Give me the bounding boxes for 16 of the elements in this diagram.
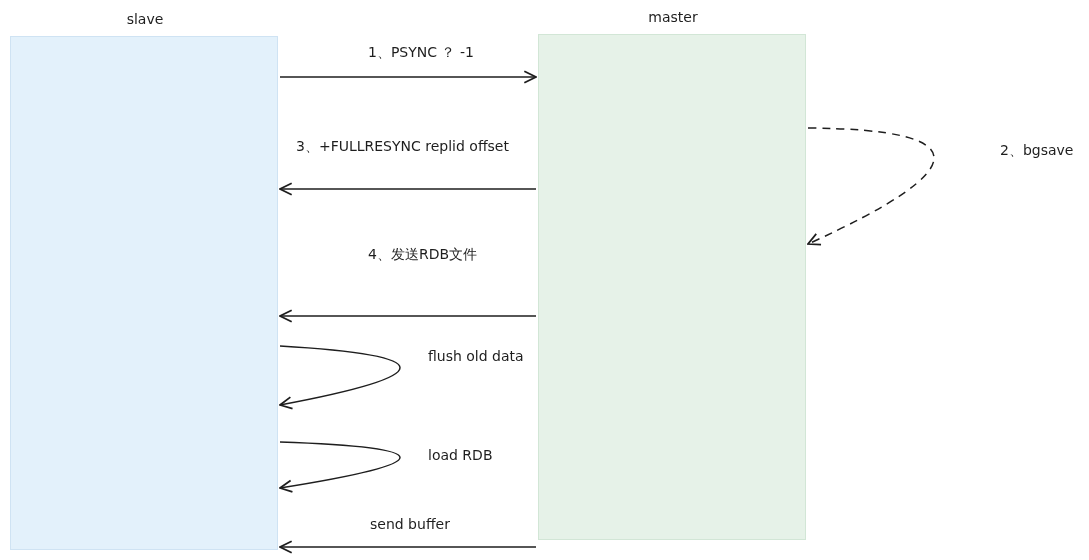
arrow (279, 309, 537, 323)
arrow (279, 540, 537, 554)
edge-label: send buffer (370, 516, 450, 532)
arrow (279, 70, 537, 84)
arrow (279, 345, 401, 410)
arrow (279, 441, 401, 493)
edge-label: 4、发送RDB文件 (368, 246, 478, 264)
arrow (807, 127, 935, 246)
edge-label: flush old data (428, 348, 524, 364)
edge-label: 3、+FULLRESYNC replid offset (296, 138, 509, 156)
lifeline-title: slave (126, 11, 164, 27)
edge-label: load RDB (428, 447, 493, 463)
edge-label: 2、bgsave (1000, 142, 1074, 160)
arrow (279, 182, 537, 196)
lifeline-title: master (648, 9, 698, 25)
edge-label: 1、PSYNC ？ -1 (368, 44, 474, 62)
